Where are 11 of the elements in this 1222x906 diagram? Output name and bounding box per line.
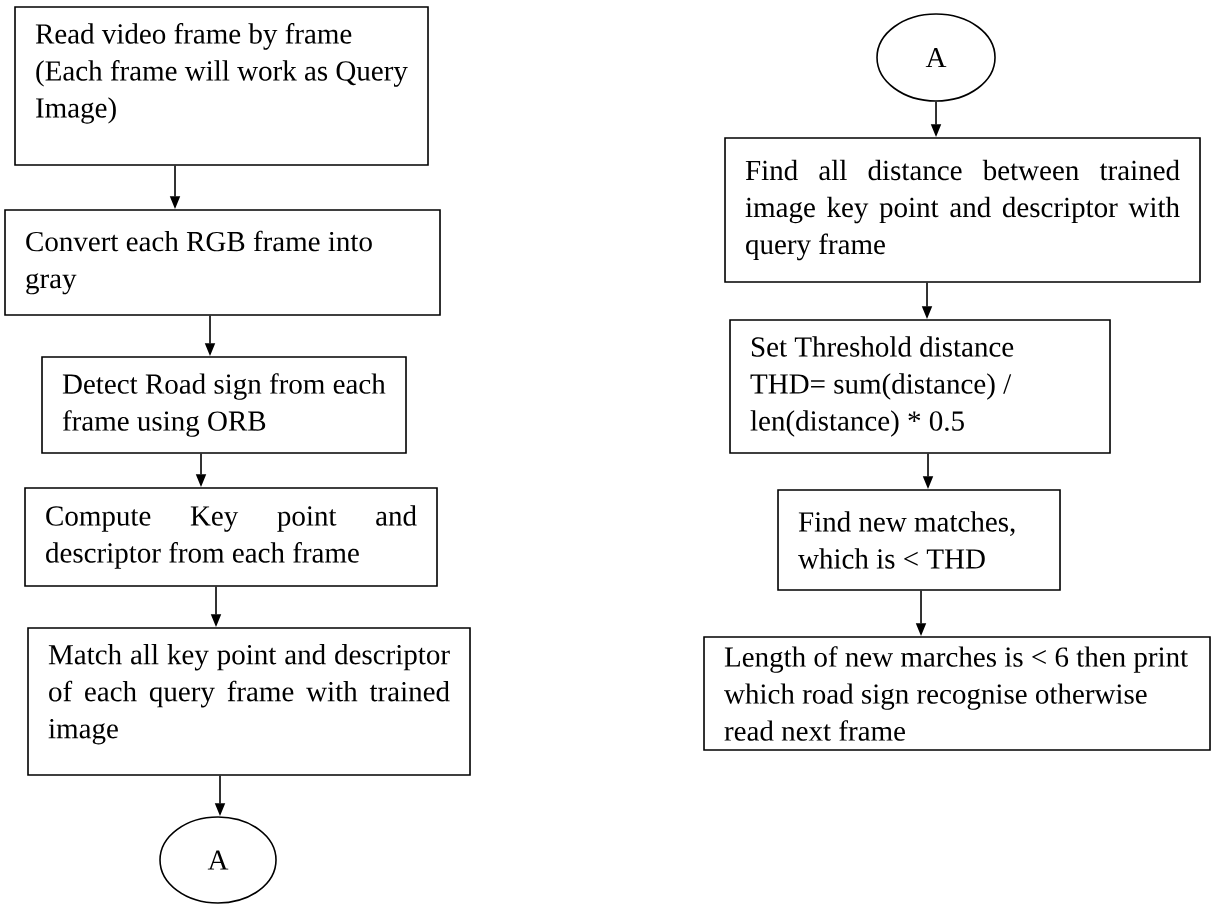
connector-oval: A (159, 816, 277, 904)
process-box: Convert each RGB frame into gray (4, 209, 441, 316)
process-box: Find all distance between trained image key point and descriptor with query frame (724, 137, 1201, 283)
process-box: Find new matches, which is < THD (777, 489, 1061, 591)
process-box: Set Threshold distance THD= sum(distance) / len(distance) * 0.5 (729, 319, 1111, 454)
connector-oval: A (876, 13, 996, 102)
process-box: Compute Key point and descriptor from each frame (24, 487, 438, 587)
process-box: Match all key point and descriptor of each query frame with trained image (27, 627, 471, 776)
process-box: Length of new marches is < 6 then print which road sign recognise otherwise read next frame (703, 636, 1211, 751)
process-box: Detect Road sign from each frame using ORB (41, 356, 407, 454)
process-box: Read video frame by frame (Each frame will work as Query Image) (14, 6, 429, 166)
